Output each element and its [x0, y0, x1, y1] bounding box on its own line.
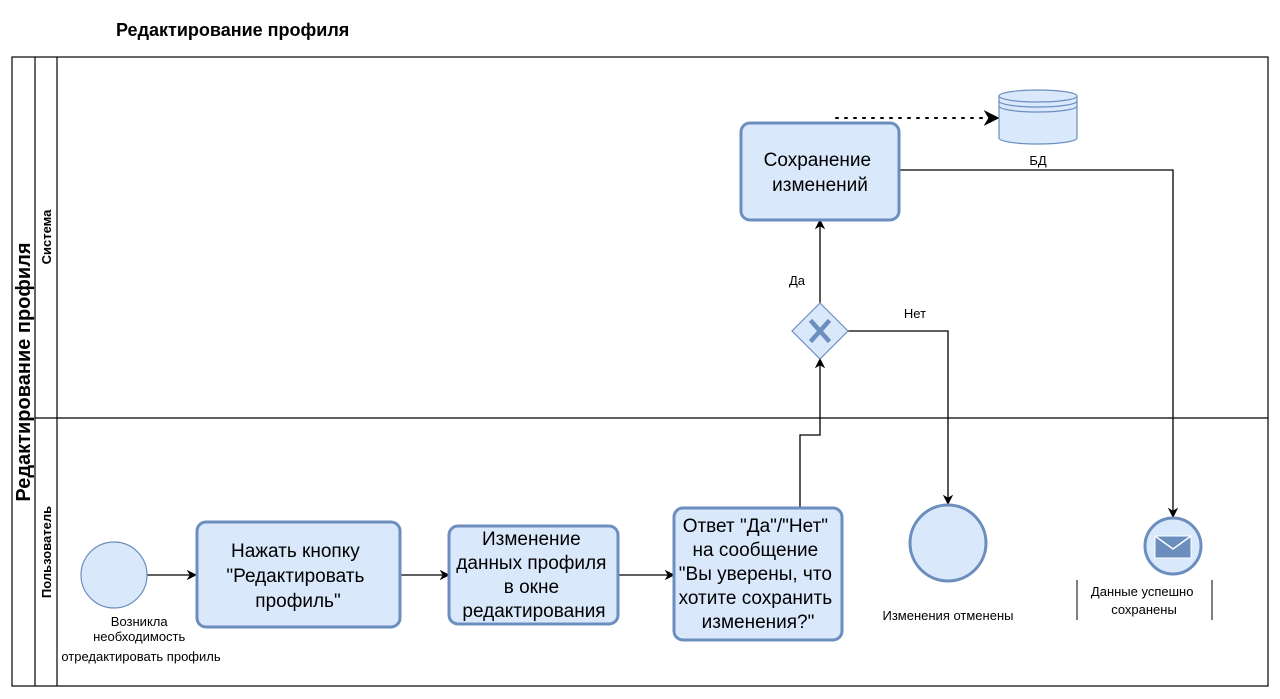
task-save: Сохранение изменений [739, 121, 901, 222]
task-change-data-line-4: редактирования [462, 601, 605, 622]
task-click-edit-line-1: Нажать кнопку [231, 541, 360, 562]
exclusive-gateway: Да Нет [789, 273, 926, 360]
svg-text:Данные успешно сохранены: Данные успешно сохранены [1091, 584, 1197, 617]
connectors [147, 110, 1179, 581]
task-answer-line-1: Ответ "Да"/"Нет" [683, 516, 828, 537]
start-label-2: необходимость [93, 629, 185, 644]
flow-gateway-no [848, 330, 954, 506]
start-label-1: Возникла [111, 614, 169, 629]
end-event-saved: Данные успешно сохранены [1076, 516, 1213, 620]
annotation-brackets [1076, 580, 1213, 620]
task-click-edit-line-2: "Редактировать [226, 566, 364, 587]
svg-text:Нажать кнопку "Редактиро: Нажать кнопку "Редактировать профиль" [226, 541, 369, 612]
pool: Редактирование профиля Система Пользоват… [11, 56, 1269, 687]
gateway-yes-label: Да [789, 273, 806, 288]
task-answer-line-3: "Вы уверены, что [679, 564, 832, 585]
task-save-line-1: Сохранение [764, 150, 871, 171]
x-icon [808, 318, 832, 344]
task-click-edit-line-3: профиль" [255, 591, 340, 612]
task-change-data-line-2: данных профиля [456, 553, 606, 574]
task-answer-line-2: на сообщение [692, 540, 818, 561]
svg-text:Возникла необходимость: Возникла необходимость отредактировать п… [61, 614, 220, 664]
end-event-cancelled: Изменения отменены [883, 503, 1014, 623]
svg-text:Изменение данных профиля: Изменение данных профиля в окне редактир… [456, 529, 611, 622]
lane-label-user: Пользователь [39, 506, 54, 598]
task-answer-line-5: изменения?" [702, 612, 815, 633]
end-saved-label-1: Данные успешно [1091, 584, 1194, 599]
page-title: Редактирование профиля [116, 20, 350, 40]
end-saved-label-2: сохранены [1111, 602, 1177, 617]
start-label-3: отредактировать профиль [61, 649, 220, 664]
task-change-data-line-3: в окне [504, 577, 559, 598]
task-change-data: Изменение данных профиля в окне редактир… [447, 524, 620, 626]
flow-answer-to-gateway [799, 357, 826, 508]
task-click-edit: Нажать кнопку "Редактировать профиль" [195, 520, 402, 629]
lane-label-system: Система [39, 209, 54, 264]
svg-text:Сохранение изменений: Сохранение изменений [764, 150, 877, 196]
task-answer: Ответ "Да"/"Нет" на сообщение "Вы уверен… [672, 506, 844, 642]
svg-text:Ответ "Да"/"Нет" на сооб: Ответ "Да"/"Нет" на сообщение "Вы уверен… [679, 516, 838, 633]
task-answer-line-4: хотите сохранить [679, 588, 833, 609]
end-cancelled-label: Изменения отменены [883, 608, 1014, 623]
flow-save-to-end [899, 169, 1179, 519]
envelope-icon [1154, 535, 1192, 559]
datastore-icon: БД [998, 89, 1078, 168]
task-change-data-line-1: Изменение [482, 529, 581, 550]
gateway-no-label: Нет [904, 306, 926, 321]
start-event: Возникла необходимость отредактировать п… [61, 541, 221, 664]
task-save-line-2: изменений [772, 175, 868, 196]
datastore-label: БД [1029, 153, 1047, 168]
pool-label: Редактирование профиля [13, 242, 35, 501]
